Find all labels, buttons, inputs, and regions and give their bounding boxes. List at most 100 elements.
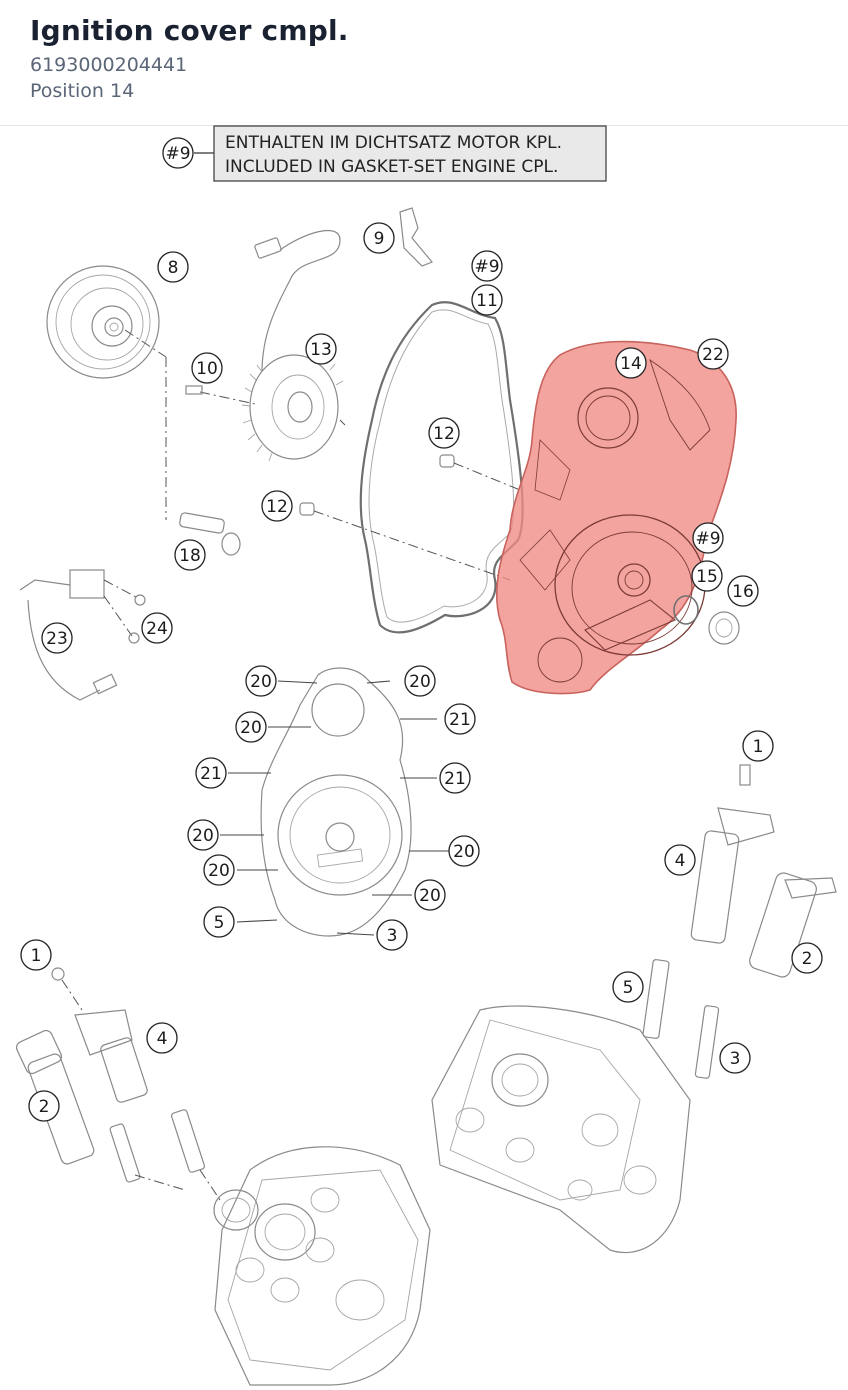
plug-16-part[interactable] (708, 611, 740, 645)
callout-21-21[interactable]: 21 (195, 757, 227, 789)
svg-text:10: 10 (196, 359, 218, 379)
spark-plug-right-4[interactable] (642, 959, 670, 1039)
svg-text:12: 12 (266, 497, 288, 517)
bolt-left-5[interactable] (51, 967, 83, 1011)
callout-21-22[interactable]: 21 (439, 762, 471, 794)
callout-20-23[interactable]: 20 (187, 819, 219, 851)
callout-hash9-0[interactable]: #9 (162, 137, 194, 169)
svg-text:21: 21 (200, 764, 222, 784)
callout-12-10[interactable]: 12 (261, 490, 293, 522)
ignition-coil-left-3[interactable] (74, 1009, 148, 1103)
svg-text:20: 20 (419, 886, 441, 906)
callout-22-6[interactable]: 22 (697, 338, 729, 370)
svg-text:5: 5 (214, 913, 225, 933)
callout-9-1[interactable]: 9 (363, 222, 395, 254)
callout-16-14[interactable]: 16 (727, 575, 759, 607)
callout-15-13[interactable]: 15 (691, 560, 723, 592)
svg-text:23: 23 (46, 629, 68, 649)
svg-text:18: 18 (179, 546, 201, 566)
svg-text:#9: #9 (474, 257, 499, 277)
sensor-23-part[interactable] (19, 569, 146, 701)
gasket-note: ENTHALTEN IM DICHTSATZ MOTOR KPL. INCLUD… (194, 125, 607, 182)
svg-text:12: 12 (433, 424, 455, 444)
svg-text:4: 4 (157, 1029, 168, 1049)
svg-text:20: 20 (208, 861, 230, 881)
svg-text:13: 13 (310, 340, 332, 360)
callout-5-32[interactable]: 5 (612, 971, 644, 1003)
svg-text:8: 8 (168, 258, 179, 278)
svg-text:9: 9 (374, 229, 385, 249)
ignition-cover-part[interactable] (495, 340, 737, 695)
callout-21-19[interactable]: 21 (444, 703, 476, 735)
callout-20-20[interactable]: 20 (235, 711, 267, 743)
flywheel-part[interactable] (46, 265, 167, 520)
callout-14-5[interactable]: 14 (615, 347, 647, 379)
clip-9-part[interactable] (399, 207, 433, 267)
bolt-18-part[interactable] (179, 512, 241, 556)
cylinder-head-right (431, 1005, 691, 1254)
callout-5-27[interactable]: 5 (203, 906, 235, 938)
spark-plug-left-4[interactable] (170, 1109, 221, 1201)
svg-text:21: 21 (449, 710, 471, 730)
svg-text:3: 3 (387, 926, 398, 946)
spark-plug-right-2[interactable] (694, 1005, 720, 1079)
callout-3-28[interactable]: 3 (376, 919, 408, 951)
callout-11-4[interactable]: 11 (471, 284, 503, 316)
callout-hash9-12[interactable]: #9 (692, 522, 724, 554)
note-line-2: INCLUDED IN GASKET-SET ENGINE CPL. (225, 157, 558, 177)
gasket-part[interactable] (359, 301, 524, 634)
svg-text:20: 20 (250, 672, 272, 692)
callout-20-18[interactable]: 20 (404, 665, 436, 697)
cover-bolt-reference (220, 667, 455, 937)
callout-3-33[interactable]: 3 (719, 1042, 751, 1074)
svg-text:22: 22 (702, 345, 724, 365)
ignition-coil-right-3[interactable] (690, 764, 775, 944)
callout-18-11[interactable]: 18 (174, 539, 206, 571)
svg-text:20: 20 (409, 672, 431, 692)
svg-text:24: 24 (146, 619, 168, 639)
dowel-12-part[interactable] (299, 454, 521, 581)
svg-text:21: 21 (444, 769, 466, 789)
svg-text:5: 5 (623, 978, 634, 998)
svg-text:#9: #9 (695, 529, 720, 549)
position-label: Position 14 (30, 80, 135, 102)
callout-2-36[interactable]: 2 (28, 1090, 60, 1122)
callout-1-34[interactable]: 1 (20, 939, 52, 971)
o-ring-15-part[interactable] (673, 595, 699, 625)
callout-1-29[interactable]: 1 (742, 730, 774, 762)
callout-20-25[interactable]: 20 (203, 854, 235, 886)
svg-text:2: 2 (39, 1097, 50, 1117)
callout-12-9[interactable]: 12 (428, 417, 460, 449)
svg-text:20: 20 (192, 826, 214, 846)
callout-24-16[interactable]: 24 (141, 612, 173, 644)
callout-4-35[interactable]: 4 (146, 1022, 178, 1054)
svg-text:11: 11 (476, 291, 498, 311)
callout-2-31[interactable]: 2 (791, 942, 823, 974)
svg-text:1: 1 (753, 737, 764, 757)
ignition-coil-right-1[interactable] (748, 871, 837, 979)
callout-13-7[interactable]: 13 (305, 333, 337, 365)
svg-text:3: 3 (730, 1049, 741, 1069)
svg-text:#9: #9 (165, 144, 190, 164)
page-header: Ignition cover cmpl. 6193000204441 Posit… (0, 0, 848, 126)
callout-hash9-3[interactable]: #9 (471, 250, 503, 282)
callout-20-26[interactable]: 20 (414, 879, 446, 911)
svg-text:2: 2 (802, 949, 813, 969)
spark-plug-left-2[interactable] (109, 1123, 186, 1191)
callout-10-8[interactable]: 10 (191, 352, 223, 384)
page-title: Ignition cover cmpl. (30, 14, 349, 47)
callout-20-17[interactable]: 20 (245, 665, 277, 697)
callout-20-24[interactable]: 20 (448, 835, 480, 867)
svg-text:16: 16 (732, 582, 754, 602)
callout-23-15[interactable]: 23 (41, 622, 73, 654)
cylinder-head-left (213, 1146, 431, 1386)
note-line-1: ENTHALTEN IM DICHTSATZ MOTOR KPL. (225, 133, 562, 153)
svg-text:14: 14 (620, 354, 642, 374)
svg-text:15: 15 (696, 567, 718, 587)
callout-4-30[interactable]: 4 (664, 844, 696, 876)
part-number: 6193000204441 (30, 54, 188, 76)
callout-8-2[interactable]: 8 (157, 251, 189, 283)
svg-text:4: 4 (675, 851, 686, 871)
